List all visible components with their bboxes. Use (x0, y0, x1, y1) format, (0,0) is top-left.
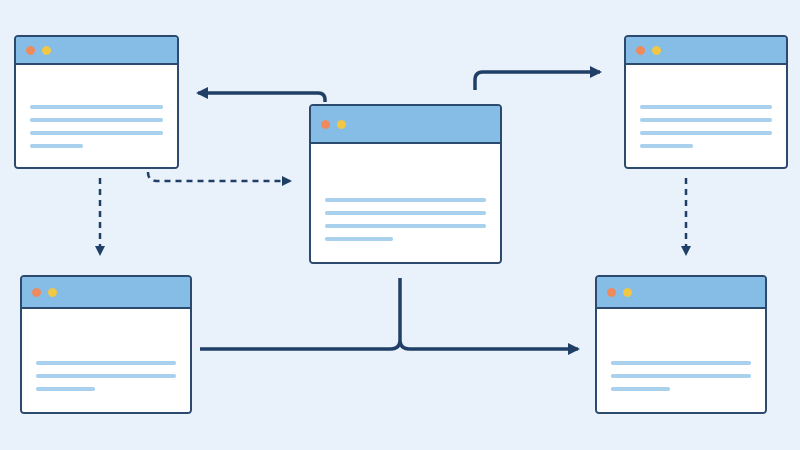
window-content (640, 105, 772, 157)
window-titlebar (16, 37, 177, 65)
content-line (30, 144, 84, 148)
content-line (30, 131, 163, 135)
arrow-top-left-to-center-dashed (146, 171, 292, 186)
minimize-dot-icon (337, 119, 346, 129)
content-line (36, 374, 176, 378)
window-top-left (14, 35, 179, 169)
minimize-dot-icon (623, 287, 632, 297)
minimize-dot-icon (42, 45, 51, 55)
content-line (325, 198, 486, 202)
content-line (640, 131, 772, 135)
content-line (640, 105, 772, 109)
window-titlebar (626, 37, 786, 65)
content-line (30, 118, 163, 122)
close-dot-icon (32, 287, 41, 297)
close-dot-icon (321, 119, 330, 129)
minimize-dot-icon (652, 45, 661, 55)
content-line (611, 361, 751, 365)
content-line (36, 361, 176, 365)
arrow-center-to-top-left (196, 87, 327, 102)
window-center (309, 104, 502, 264)
window-titlebar (311, 106, 500, 144)
content-line (325, 224, 486, 228)
window-content (611, 361, 751, 400)
close-dot-icon (636, 45, 645, 55)
content-line (30, 105, 163, 109)
window-content (36, 361, 176, 400)
content-line (36, 387, 95, 391)
close-dot-icon (607, 287, 616, 297)
content-line (640, 144, 693, 148)
window-titlebar (22, 277, 190, 309)
close-dot-icon (26, 45, 35, 55)
arrow-bottom-left-to-bottom-right (200, 339, 580, 355)
arrow-center-to-top-right (473, 66, 602, 90)
window-bottom-left (20, 275, 192, 414)
content-line (611, 374, 751, 378)
content-line (325, 237, 393, 241)
window-content (325, 198, 486, 250)
window-bottom-right (595, 275, 767, 414)
window-top-right (624, 35, 788, 169)
content-line (325, 211, 486, 215)
content-line (640, 118, 772, 122)
window-content (30, 105, 163, 157)
window-titlebar (597, 277, 765, 309)
minimize-dot-icon (48, 287, 57, 297)
content-line (611, 387, 670, 391)
